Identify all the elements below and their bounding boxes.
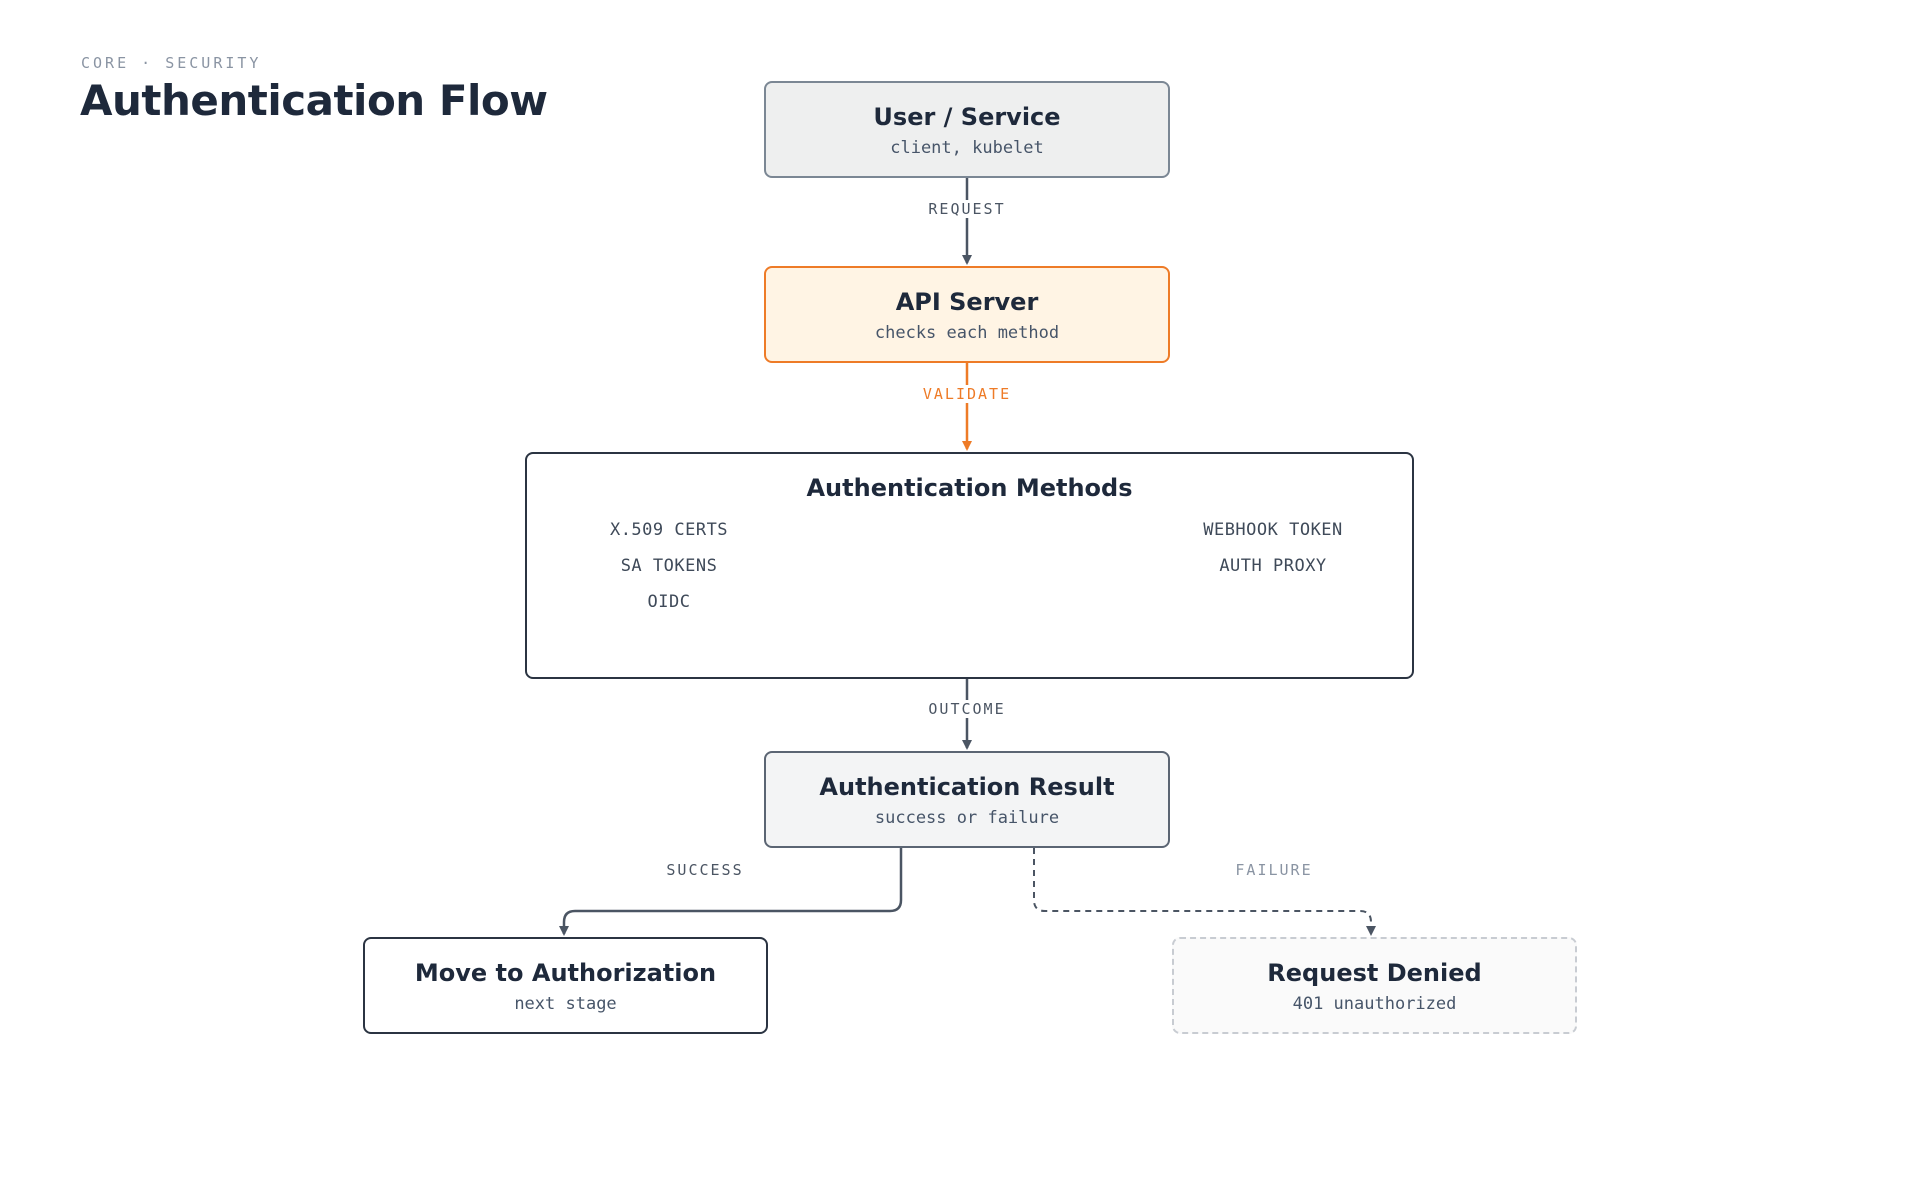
edge-label-success: SUCCESS bbox=[662, 861, 748, 879]
node-title: Authentication Methods bbox=[806, 474, 1133, 502]
edge-failure bbox=[1033, 848, 1376, 936]
node-subtitle: next stage bbox=[514, 993, 617, 1014]
node-authentication-methods: Authentication Methods X.509 CERTS SA TO… bbox=[525, 452, 1414, 679]
method-sa-tokens: SA TOKENS bbox=[620, 556, 718, 576]
node-title: Move to Authorization bbox=[414, 958, 717, 987]
node-subtitle: checks each method bbox=[874, 322, 1060, 343]
node-title: Request Denied bbox=[1267, 958, 1482, 987]
node-request-denied: Request Denied 401 unauthorized bbox=[1172, 937, 1577, 1034]
node-title: API Server bbox=[895, 287, 1039, 316]
edge-label-failure: FAILURE bbox=[1231, 861, 1317, 879]
node-user-service: User / Service client, kubelet bbox=[764, 81, 1170, 178]
node-title: Authentication Result bbox=[819, 772, 1115, 801]
page-title: Authentication Flow bbox=[80, 76, 548, 125]
node-title: User / Service bbox=[873, 102, 1061, 131]
method-webhook-token: WEBHOOK TOKEN bbox=[1203, 520, 1343, 540]
node-subtitle: success or failure bbox=[874, 807, 1060, 828]
edge-label-validate: VALIDATE bbox=[918, 385, 1016, 403]
method-auth-proxy: AUTH PROXY bbox=[1219, 556, 1327, 576]
node-move-to-authorization: Move to Authorization next stage bbox=[363, 937, 768, 1034]
edge-label-request: REQUEST bbox=[924, 200, 1010, 218]
node-authentication-result: Authentication Result success or failure bbox=[764, 751, 1170, 848]
node-api-server: API Server checks each method bbox=[764, 266, 1170, 363]
edge-success bbox=[559, 848, 903, 936]
node-subtitle: client, kubelet bbox=[890, 137, 1044, 158]
node-subtitle: 401 unauthorized bbox=[1292, 993, 1457, 1014]
section-eyebrow: CORE · SECURITY bbox=[81, 54, 262, 72]
edge-label-outcome: OUTCOME bbox=[924, 700, 1010, 718]
method-oidc: OIDC bbox=[647, 592, 691, 612]
method-x509-certs: X.509 CERTS bbox=[609, 520, 729, 540]
